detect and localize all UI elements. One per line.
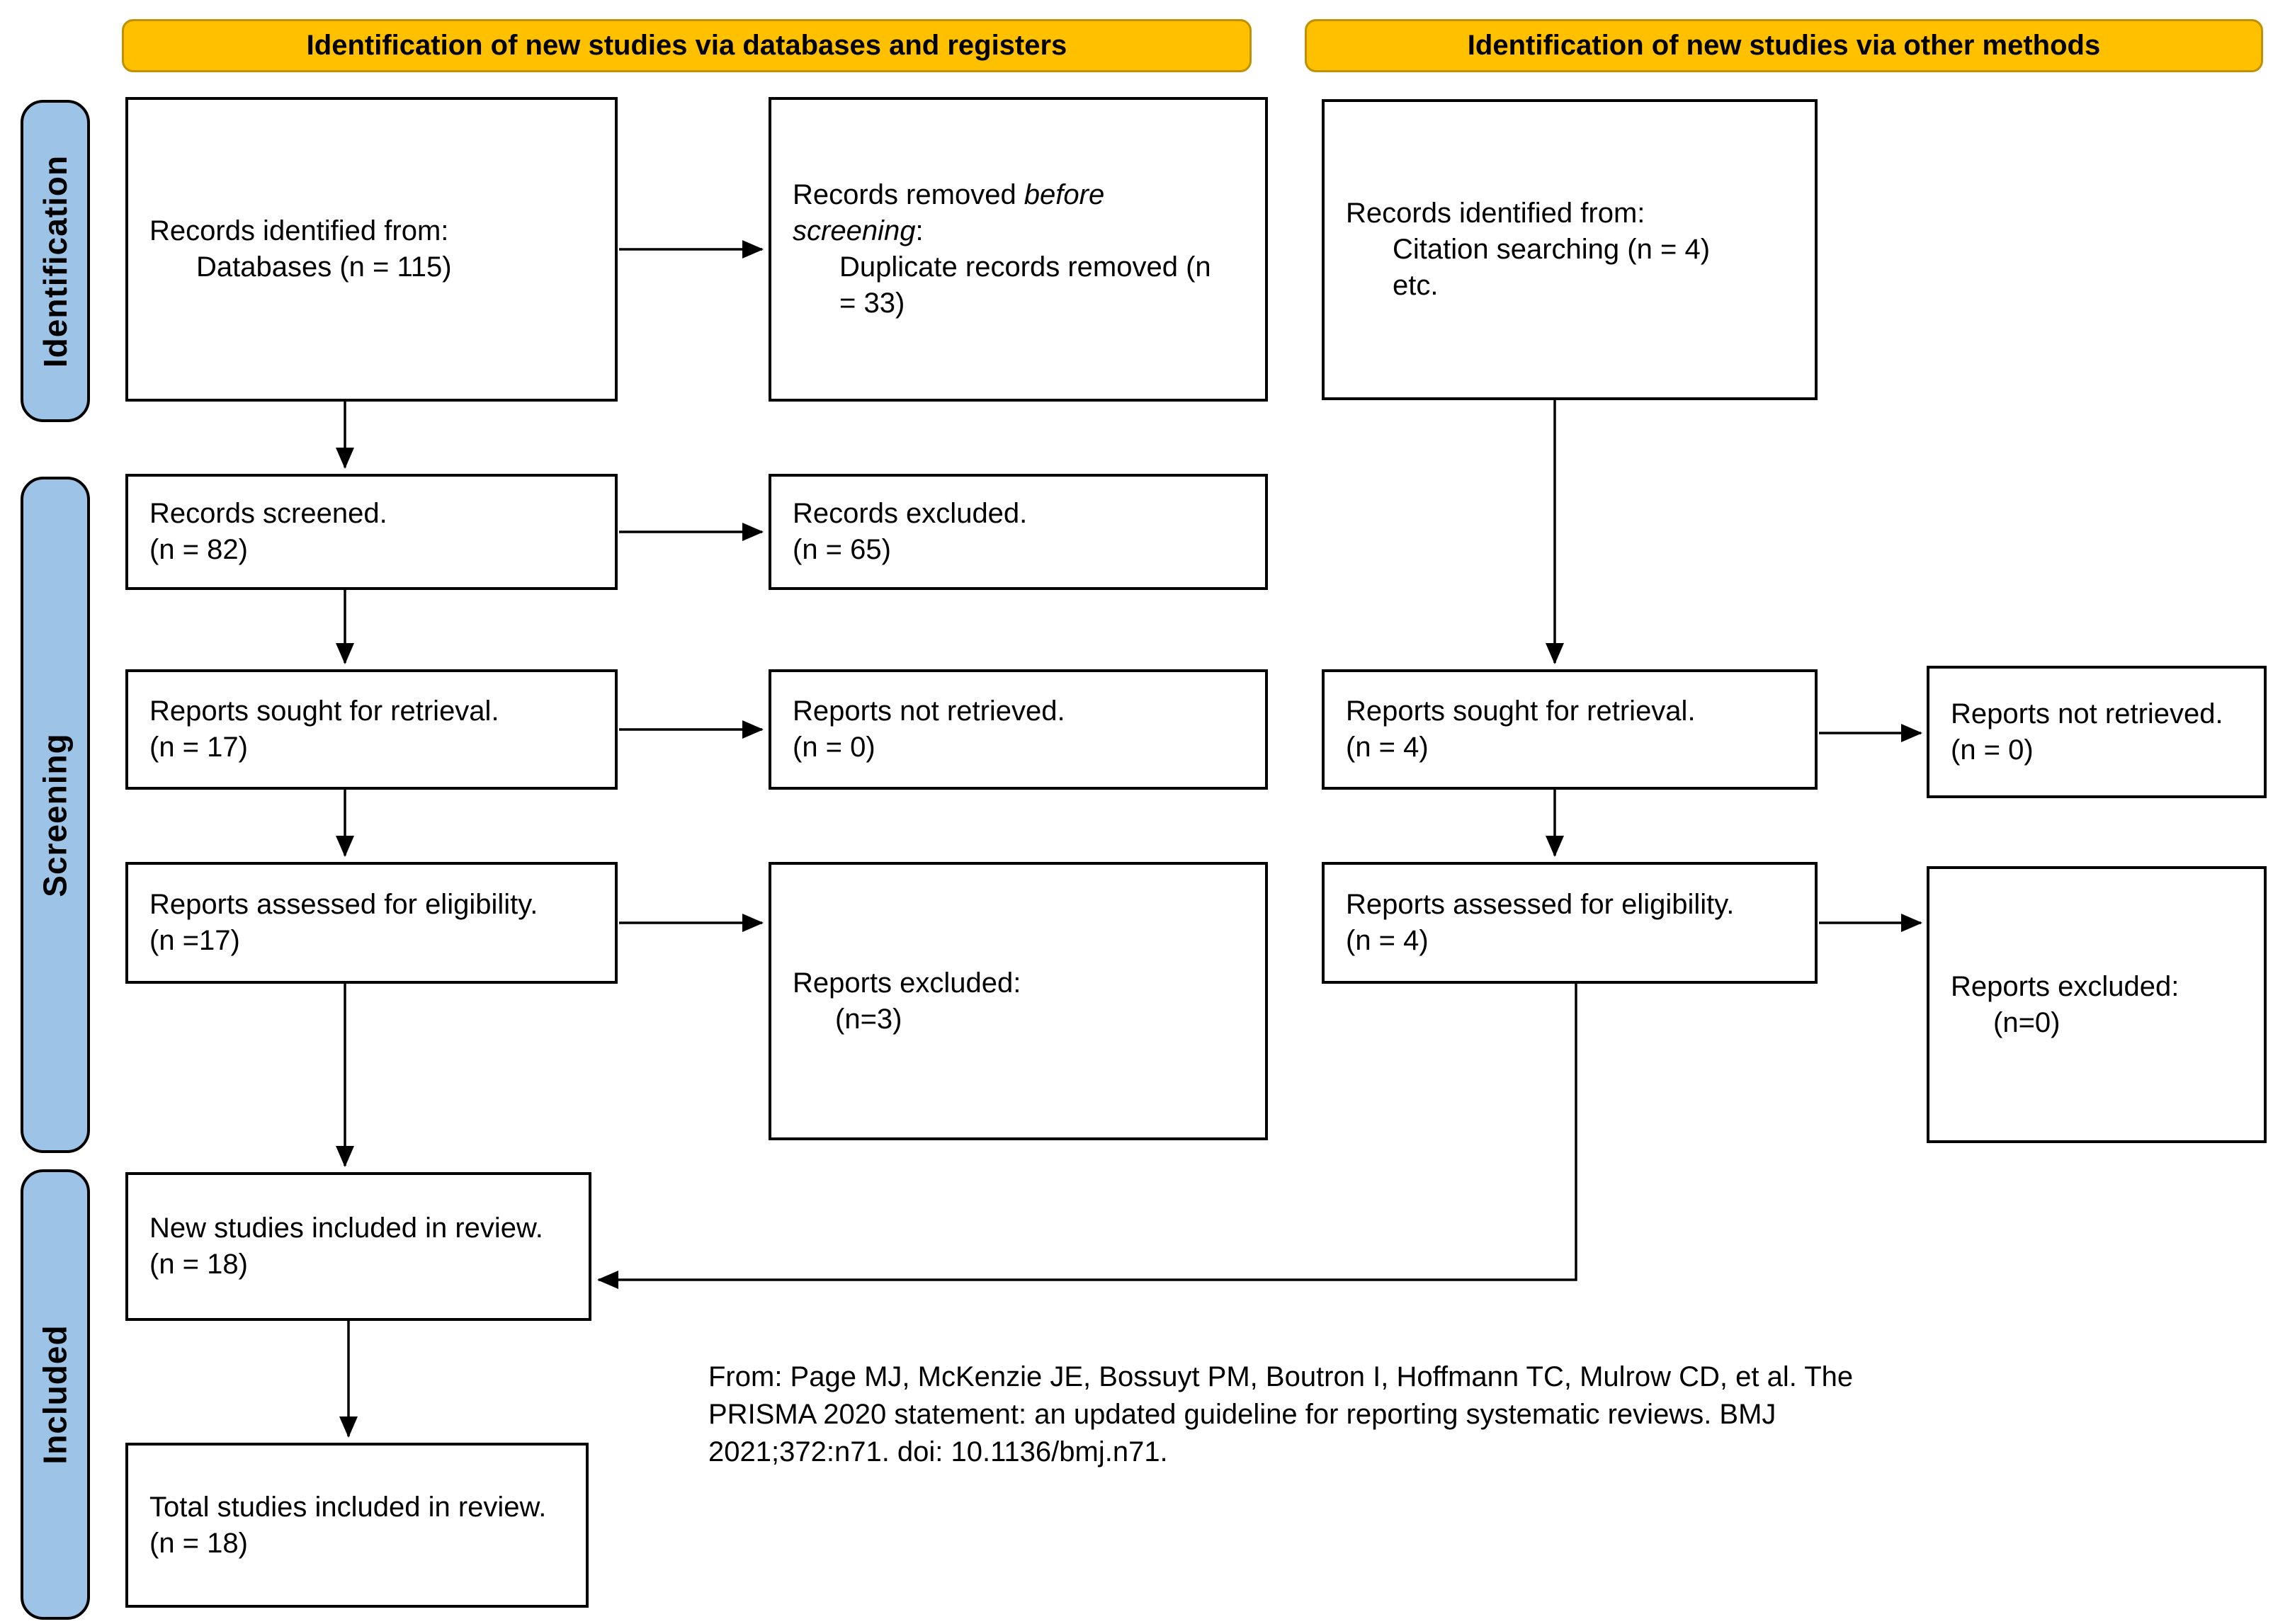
- header-banner-databases: Identification of new studies via databa…: [122, 19, 1252, 72]
- box-total-studies-included: Total studies included in review. (n = 1…: [125, 1443, 589, 1608]
- box-text-line: (n = 17): [149, 732, 248, 763]
- citation-line: PRISMA 2020 statement: an updated guidel…: [708, 1399, 1776, 1430]
- box-reports-excluded-other: Reports excluded: (n=0): [1927, 866, 2267, 1143]
- box-text-line: Records screened.: [149, 498, 387, 529]
- box-text-line: = 33): [839, 288, 905, 319]
- box-reports-not-retrieved-other: Reports not retrieved. (n = 0): [1927, 666, 2267, 798]
- phase-label-included: Included: [21, 1169, 90, 1620]
- box-records-identified-other-methods: Records identified from: Citation search…: [1322, 99, 1818, 400]
- box-text-line: Records identified from:: [1346, 198, 1645, 229]
- box-text-line: Records excluded.: [793, 498, 1028, 529]
- box-text-line: (n = 0): [793, 732, 875, 763]
- box-text-line: Databases (n = 115): [196, 251, 452, 283]
- box-reports-assessed-other: Reports assessed for eligibility. (n = 4…: [1322, 862, 1818, 984]
- header-banner-other-methods: Identification of new studies via other …: [1305, 19, 2263, 72]
- box-text-line: Records removed before: [793, 179, 1105, 210]
- box-text-line: Citation searching (n = 4): [1393, 234, 1711, 265]
- box-reports-excluded-databases: Reports excluded: (n=3): [769, 862, 1268, 1140]
- phase-label-screening: Screening: [21, 477, 90, 1153]
- box-text-line: Reports excluded:: [1951, 970, 2180, 1002]
- box-text-line: (n = 65): [793, 534, 891, 565]
- box-text-line: (n = 0): [1951, 734, 2034, 766]
- box-text-line: (n = 82): [149, 534, 248, 565]
- box-text-line: screening:: [793, 215, 924, 246]
- box-text-line: Reports not retrieved.: [793, 695, 1065, 727]
- box-text-line: Reports excluded:: [793, 967, 1021, 999]
- box-text-line: etc.: [1393, 270, 1439, 301]
- box-text-line: (n =17): [149, 925, 240, 956]
- phase-label-identification-text: Identification: [37, 154, 74, 368]
- box-records-excluded: Records excluded. (n = 65): [769, 474, 1268, 590]
- box-text-line: (n = 18): [149, 1249, 248, 1280]
- box-text-line: Reports sought for retrieval.: [149, 695, 499, 727]
- box-text-line: Total studies included in review.: [149, 1491, 547, 1523]
- box-records-identified-databases: Records identified from: Databases (n = …: [125, 97, 618, 402]
- box-text-line: Reports assessed for eligibility.: [149, 889, 538, 920]
- box-text-line: Duplicate records removed (n: [839, 251, 1211, 283]
- box-reports-sought-databases: Reports sought for retrieval. (n = 17): [125, 669, 618, 790]
- box-reports-not-retrieved-databases: Reports not retrieved. (n = 0): [769, 669, 1268, 790]
- box-text-line: Reports not retrieved.: [1951, 698, 2223, 729]
- box-text-line: Records identified from:: [149, 215, 449, 246]
- box-new-studies-included: New studies included in review. (n = 18): [125, 1172, 591, 1321]
- box-text-line: Reports assessed for eligibility.: [1346, 889, 1735, 920]
- phase-label-included-text: Included: [37, 1324, 74, 1465]
- box-records-removed-before-screening: Records removed before screening: Duplic…: [769, 97, 1268, 402]
- box-text-line: (n = 4): [1346, 732, 1429, 763]
- phase-label-identification: Identification: [21, 100, 90, 422]
- box-reports-sought-other: Reports sought for retrieval. (n = 4): [1322, 669, 1818, 790]
- citation: From: Page MJ, McKenzie JE, Bossuyt PM, …: [708, 1358, 1853, 1471]
- box-text-line: (n=3): [835, 1003, 902, 1035]
- box-records-screened: Records screened. (n = 82): [125, 474, 618, 590]
- box-text-line: Reports sought for retrieval.: [1346, 695, 1696, 727]
- citation-line: 2021;372:n71. doi: 10.1136/bmj.n71.: [708, 1436, 1168, 1467]
- box-text-line: (n = 18): [149, 1527, 248, 1559]
- box-reports-assessed-databases: Reports assessed for eligibility. (n =17…: [125, 862, 618, 984]
- box-text-line: New studies included in review.: [149, 1213, 543, 1244]
- citation-line: From: Page MJ, McKenzie JE, Bossuyt PM, …: [708, 1361, 1854, 1392]
- box-text-line: (n = 4): [1346, 925, 1429, 956]
- phase-label-screening-text: Screening: [37, 732, 74, 897]
- box-text-line: (n=0): [1993, 1006, 2061, 1038]
